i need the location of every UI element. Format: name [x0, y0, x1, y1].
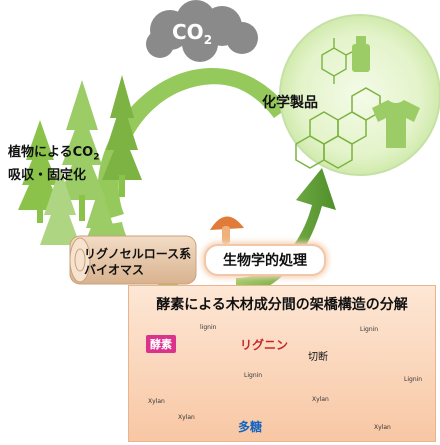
struct-xylan-right: Xylan	[312, 396, 329, 403]
co2-cloud	[146, 0, 258, 62]
bottle-icon	[352, 36, 370, 72]
co2-label: CO2	[172, 20, 212, 47]
co2-text: CO	[172, 20, 204, 44]
fixation-label: 植物によるCO2 吸収・固定化	[8, 144, 99, 185]
struct-lignin-top: lignin	[200, 324, 217, 331]
biomass-line1: リグノセルロース系	[84, 247, 192, 261]
enzyme-badge: 酵素	[146, 335, 176, 353]
biomass-line2: バイオマス	[84, 263, 145, 277]
biomass-label: リグノセルロース系 バイオマス	[84, 246, 191, 278]
chemicals-label: 化学製品	[262, 95, 318, 111]
mushroom-icon	[210, 216, 244, 244]
struct-lignin-product-side: Lignin	[404, 376, 423, 383]
tshirt-icon	[372, 100, 420, 148]
fixation-line2: 吸収・固定化	[8, 167, 87, 183]
cleavage-label: 切断	[308, 352, 328, 363]
polysaccharide-label: 多糖	[238, 420, 263, 434]
biomass-log-icon	[69, 235, 197, 285]
fixation-line1-sub: 2	[93, 152, 100, 163]
hexagon-icon	[295, 87, 381, 169]
struct-xylan-left: Xylan	[148, 398, 165, 405]
fixation-line1: 植物によるCO2	[8, 144, 99, 167]
struct-xylan-bottom: Xylan	[178, 414, 195, 421]
lignin-label: リグニン	[240, 338, 289, 352]
cycle-arrow	[97, 68, 288, 220]
treatment-label: 生物学的処理	[204, 244, 326, 276]
fixation-line1-text: 植物によるCO	[8, 145, 94, 160]
co2-subscript: 2	[203, 33, 213, 47]
struct-lignin-product: Lignin	[360, 326, 379, 333]
arrow-to-chemicals	[236, 168, 336, 296]
panel-title: 酵素による木材成分間の架橋構造の分解	[156, 297, 408, 313]
struct-lignin-side: Lignin	[244, 372, 263, 379]
struct-xylan-product: Xylan	[374, 424, 391, 431]
enzyme-panel: 酵素による木材成分間の架橋構造の分解	[128, 285, 436, 442]
